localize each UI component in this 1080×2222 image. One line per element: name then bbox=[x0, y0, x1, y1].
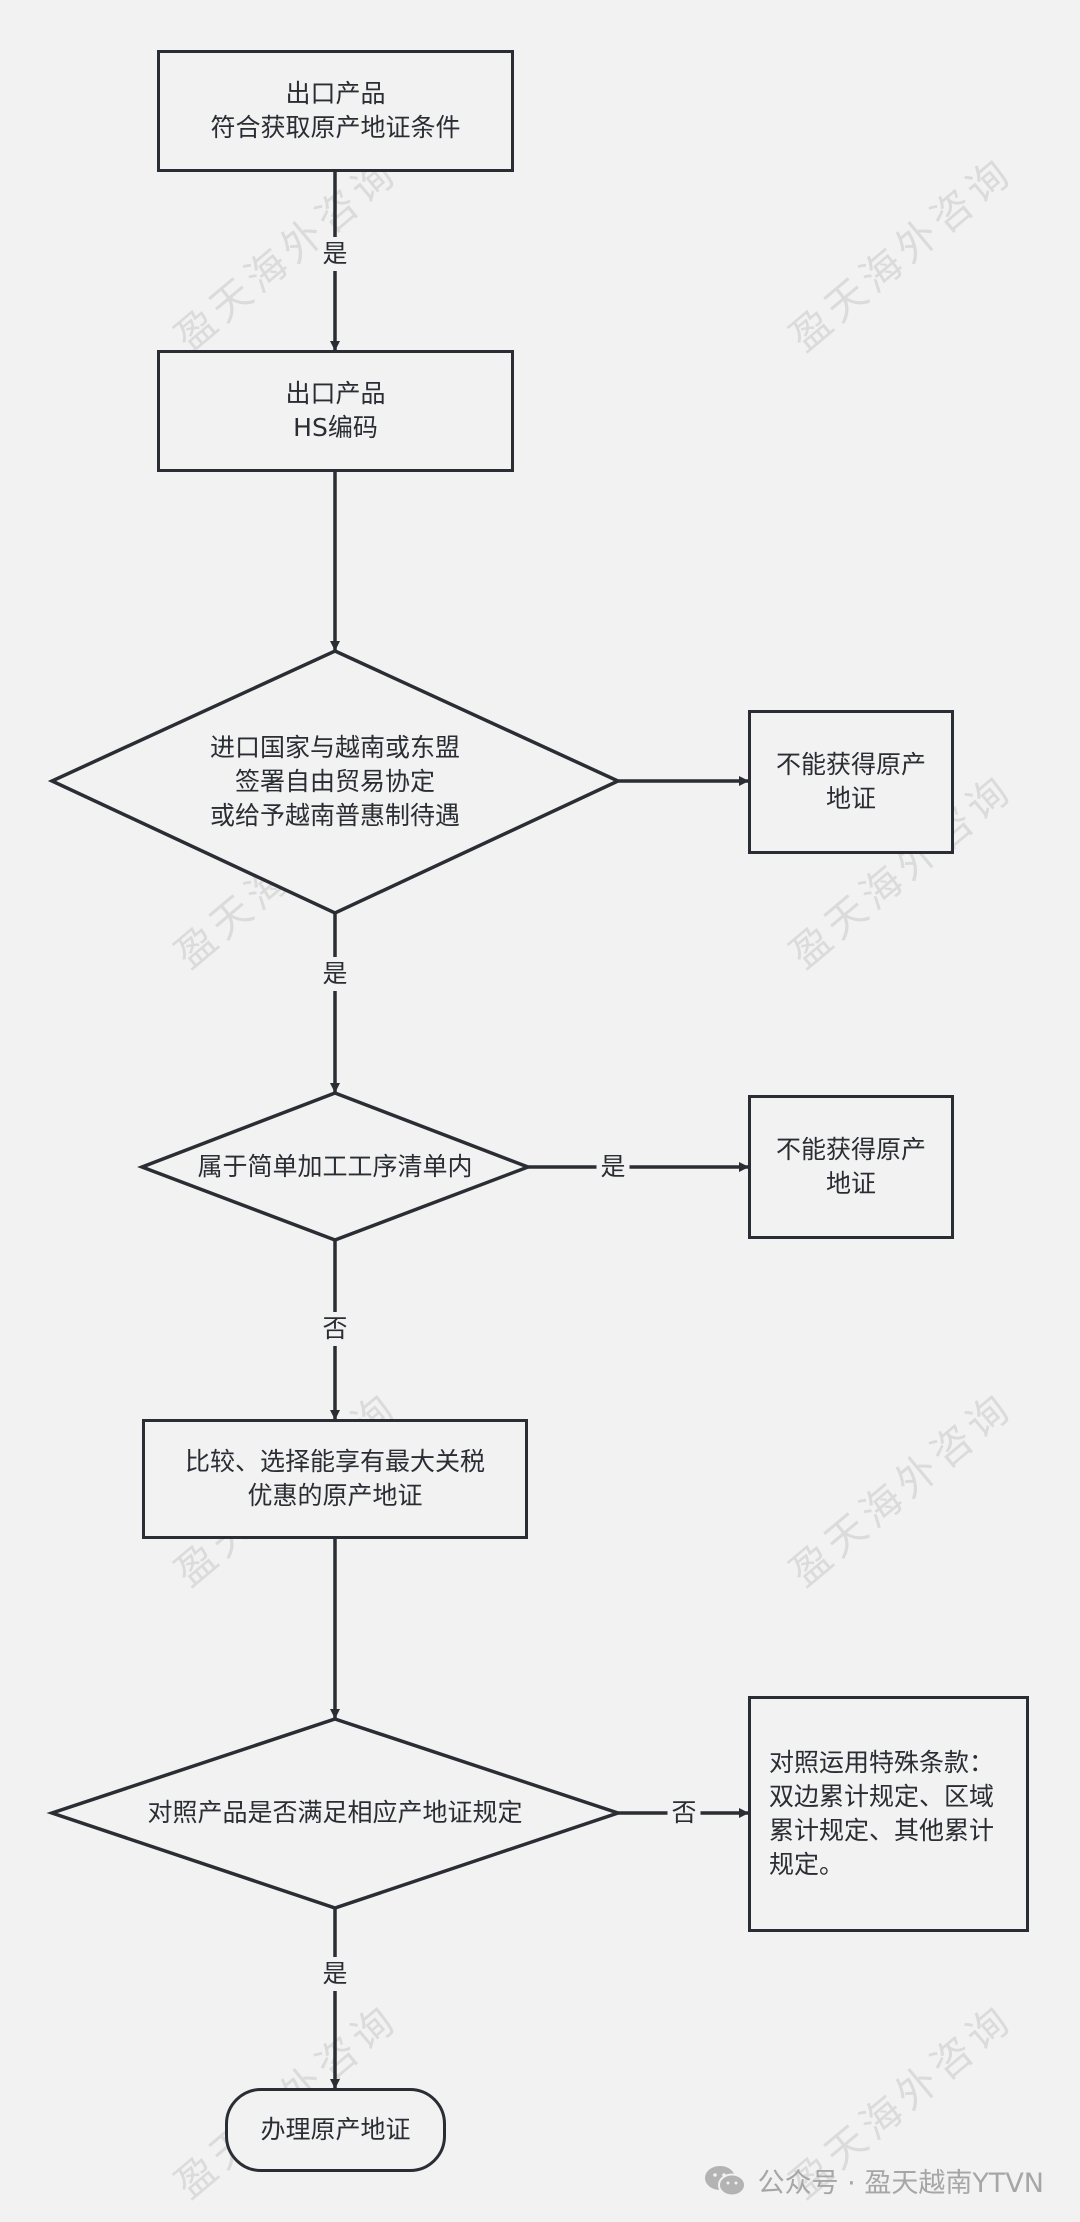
footer-attribution: 公众号 · 盈天越南YTVN bbox=[704, 2161, 1044, 2200]
edge-label-no: 否 bbox=[318, 1312, 352, 1346]
edge-label-yes: 是 bbox=[318, 237, 352, 271]
edge-label-yes: 是 bbox=[318, 1957, 352, 1991]
node-cannot-obtain-coo-1: 不能获得原产 地证 bbox=[748, 710, 954, 854]
node-export-product-hs-code: 出口产品 HS编码 bbox=[157, 350, 514, 472]
decision-text-fta: 进口国家与越南或东盟 签署自由贸易协定 或给予越南普惠制待遇 bbox=[209, 733, 460, 830]
edge-label-yes: 是 bbox=[318, 957, 352, 991]
decision-diamond-2 bbox=[137, 1091, 533, 1242]
decision-text-simple-processing: 属于简单加工工序清单内 bbox=[197, 1152, 473, 1181]
node-export-product-eligible: 出口产品 符合获取原产地证条件 bbox=[157, 50, 514, 172]
decision-diamond-1 bbox=[47, 649, 623, 915]
node-cannot-obtain-coo-2: 不能获得原产 地证 bbox=[748, 1095, 954, 1239]
decision-diamond-3 bbox=[46, 1717, 624, 1910]
node-compare-select-coo: 比较、选择能享有最大关税 优惠的原产地证 bbox=[142, 1419, 528, 1539]
decision-text-meets-rules: 对照产品是否满足相应产地证规定 bbox=[147, 1798, 523, 1827]
node-special-clauses: 对照运用特殊条款： 双边累计规定、区域 累计规定、其他累计 规定。 bbox=[748, 1696, 1029, 1932]
wechat-icon bbox=[704, 2165, 746, 2196]
footer-text: 公众号 · 盈天越南YTVN bbox=[757, 2168, 1044, 2199]
edge-label-no: 否 bbox=[667, 1796, 701, 1830]
node-apply-coo: 办理原产地证 bbox=[225, 2088, 446, 2172]
edge-label-yes: 是 bbox=[596, 1150, 630, 1184]
